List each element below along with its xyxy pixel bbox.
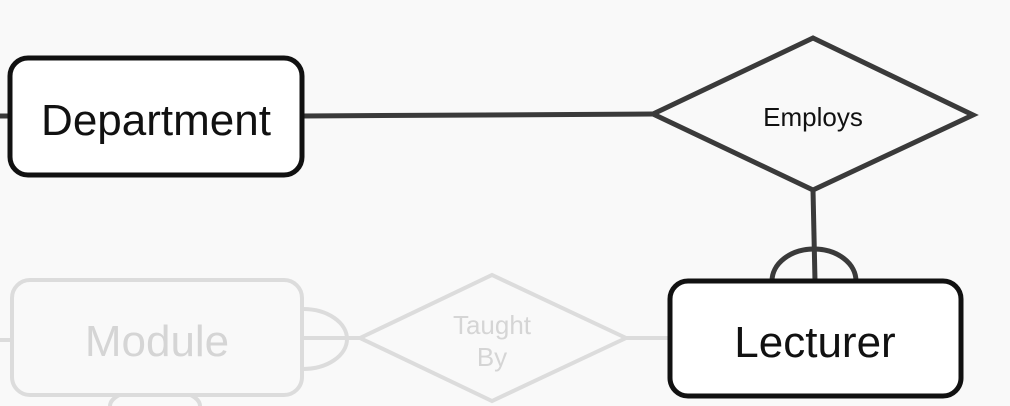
lecturer-entity-label: Lecturer	[734, 318, 895, 367]
employs-diamond	[647, 35, 979, 193]
taught-by-relationship[interactable]: Taught By	[355, 272, 631, 404]
department-employs-connector	[301, 111, 654, 119]
employs-relationship[interactable]: Employs	[647, 35, 979, 193]
department-entity-label: Department	[41, 96, 271, 145]
taught-by-label-line2: By	[477, 342, 507, 372]
department-entity[interactable]: Department	[7, 55, 305, 178]
employs-label: Employs	[763, 102, 863, 132]
lecturer-cardinality-arc	[769, 246, 859, 282]
module-entity-label: Module	[85, 317, 229, 366]
module-cardinality-arc	[302, 307, 349, 371]
taught-by-label-line1: Taught	[453, 310, 532, 340]
module-entity-box	[10, 278, 304, 397]
lecturer-entity-box	[667, 278, 964, 399]
department-entity-box	[7, 55, 305, 178]
lecturer-entity[interactable]: Lecturer	[667, 278, 964, 399]
active-connectors	[0, 111, 859, 282]
employs-lecturer-connector	[810, 189, 818, 282]
module-entity[interactable]: Module	[10, 278, 304, 397]
taught-by-diamond	[355, 272, 631, 404]
